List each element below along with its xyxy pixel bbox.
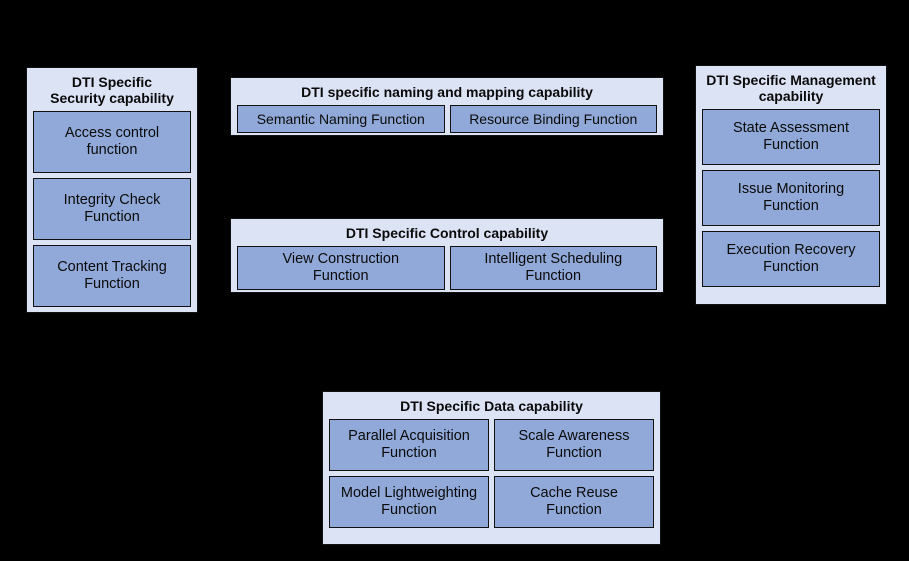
panel-security-capability: DTI Specific Security capability Access … xyxy=(26,67,198,313)
function-box-issue-monitoring: Issue Monitoring Function xyxy=(702,170,880,226)
function-list-data: Parallel Acquisition Function Scale Awar… xyxy=(323,419,660,534)
function-list-management: State Assessment Function Issue Monitori… xyxy=(696,109,886,293)
panel-title-security: DTI Specific Security capability xyxy=(50,74,174,106)
function-box-scale-awareness: Scale Awareness Function xyxy=(494,419,654,471)
panel-title-naming-and-mapping: DTI specific naming and mapping capabili… xyxy=(301,84,593,100)
panel-title-data: DTI Specific Data capability xyxy=(400,398,583,414)
function-box-resource-binding: Resource Binding Function xyxy=(449,105,657,133)
function-list-control: View Construction Function Intelligent S… xyxy=(231,246,663,296)
function-box-cache-reuse: Cache Reuse Function xyxy=(494,476,654,528)
panel-naming-and-mapping-capability: DTI specific naming and mapping capabili… xyxy=(230,77,664,136)
function-box-view-construction: View Construction Function xyxy=(237,246,445,290)
function-box-model-lightweighting: Model Lightweighting Function xyxy=(329,476,489,528)
function-box-access-control: Access control function xyxy=(33,111,191,173)
function-box-intelligent-scheduling: Intelligent Scheduling Function xyxy=(449,246,657,290)
panel-title-control: DTI Specific Control capability xyxy=(345,225,549,241)
panel-title-management: DTI Specific Management capability xyxy=(706,72,876,104)
function-list-security: Access control function Integrity Check … xyxy=(27,111,197,313)
panel-data-capability: DTI Specific Data capability Parallel Ac… xyxy=(322,391,661,545)
panel-management-capability: DTI Specific Management capability State… xyxy=(695,65,887,305)
panel-control-capability: DTI Specific Control capability View Con… xyxy=(230,218,664,293)
function-box-semantic-naming: Semantic Naming Function xyxy=(237,105,445,133)
function-box-state-assessment: State Assessment Function xyxy=(702,109,880,165)
function-list-naming-and-mapping: Semantic Naming Function Resource Bindin… xyxy=(231,105,663,139)
function-box-content-tracking: Content Tracking Function xyxy=(33,245,191,307)
function-box-execution-recovery: Execution Recovery Function xyxy=(702,231,880,287)
function-box-integrity-check: Integrity Check Function xyxy=(33,178,191,240)
function-box-parallel-acquisition: Parallel Acquisition Function xyxy=(329,419,489,471)
